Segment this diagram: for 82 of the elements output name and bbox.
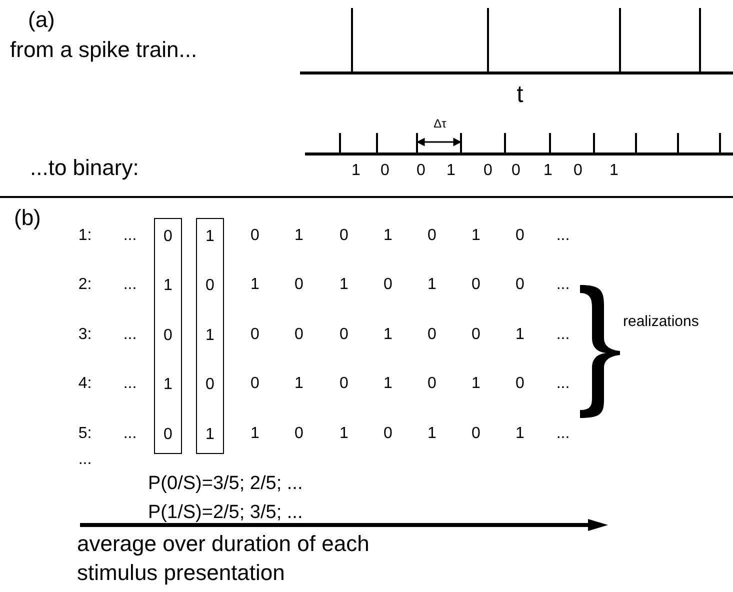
bit-value: 0 (250, 227, 260, 245)
bit-value: 1 (340, 425, 348, 443)
bit-value: 0 (164, 426, 172, 444)
bit-value: 0 (516, 375, 524, 393)
bit-value: 1 (206, 426, 214, 444)
bit-value: 1 (206, 228, 214, 246)
bit-value: 1 (446, 162, 456, 180)
bit-value: 1 (384, 326, 392, 344)
bit-value: 1 (472, 227, 480, 245)
bit-value: 0 (416, 162, 426, 180)
ellipsis: ... (556, 326, 570, 344)
caption-text: ...to binary: (30, 156, 139, 180)
row-label: 2: (78, 276, 92, 294)
bit-value: 0 (164, 228, 172, 246)
bit-value: 0 (250, 326, 260, 344)
ellipsis: ... (123, 425, 137, 443)
bit-value: 0 (472, 276, 480, 294)
bit-value: 0 (516, 276, 524, 294)
interval-label: Δτ (434, 117, 446, 131)
bit-value: 1 (164, 277, 172, 295)
bit-value: 1 (516, 425, 524, 443)
bit-value: 1 (294, 227, 304, 245)
ellipsis: ... (123, 276, 137, 294)
bit-value: 0 (428, 375, 436, 393)
bit-value: 1 (428, 276, 436, 294)
bit-value: 0 (294, 276, 304, 294)
ellipsis: ... (123, 326, 137, 344)
row-label: 5: (78, 425, 92, 443)
bit-value: 0 (384, 276, 392, 294)
brace-label: realizations (623, 314, 699, 330)
bit-value: 1 (294, 375, 304, 393)
bit-value: 1 (250, 425, 260, 443)
bit-value: 0 (206, 376, 214, 394)
bit-value: 0 (484, 162, 492, 180)
bit-value: 0 (428, 326, 436, 344)
probability-formula: P(0/S)=3/5; 2/5; ... (148, 474, 303, 495)
bit-value: 0 (340, 227, 348, 245)
bit-value: 0 (340, 375, 348, 393)
row-label: 1: (78, 227, 92, 245)
bit-value: 0 (472, 425, 480, 443)
bit-value: 1 (206, 327, 214, 345)
bit-value: 0 (294, 326, 304, 344)
ellipsis: ... (78, 451, 92, 469)
column-highlight-box (196, 218, 224, 454)
bit-value: 1 (352, 162, 360, 180)
bit-value: 1 (164, 376, 172, 394)
bit-value: 0 (380, 162, 390, 180)
bit-value: 1 (472, 375, 480, 393)
bit-value: 0 (340, 326, 348, 344)
panel-label: (b) (14, 206, 41, 230)
bit-value: 1 (340, 276, 348, 294)
bit-value: 0 (384, 425, 392, 443)
column-highlight-box (154, 218, 182, 454)
bit-value: 1 (384, 227, 392, 245)
bit-value: 1 (384, 375, 392, 393)
bit-value: 1 (250, 276, 260, 294)
caption-text: average over duration of each stimulus presentation (77, 530, 370, 587)
axis-label: t (516, 82, 524, 108)
ellipsis: ... (556, 425, 570, 443)
row-label: 3: (78, 326, 92, 344)
panel-label: (a) (28, 8, 55, 32)
bit-value: 0 (512, 162, 520, 180)
row-label: 4: (78, 375, 92, 393)
bit-value: 0 (428, 227, 436, 245)
bit-value: 0 (472, 326, 480, 344)
ellipsis: ... (556, 276, 570, 294)
bit-value: 1 (516, 326, 524, 344)
caption-text: from a spike train... (10, 38, 198, 62)
ellipsis: ... (556, 227, 570, 245)
bit-value: 0 (164, 327, 172, 345)
bit-value: 0 (294, 425, 304, 443)
ellipsis: ... (123, 227, 137, 245)
bit-value: 0 (250, 375, 260, 393)
bit-value: 0 (574, 162, 582, 180)
bit-value: 1 (610, 162, 618, 180)
bit-value: 0 (516, 227, 524, 245)
bit-value: 0 (206, 277, 214, 295)
bit-value: 1 (544, 162, 552, 180)
bit-value: 1 (428, 425, 436, 443)
ellipsis: ... (123, 375, 137, 393)
probability-formula: P(1/S)=2/5; 3/5; ... (148, 503, 303, 524)
ellipsis: ... (556, 375, 570, 393)
